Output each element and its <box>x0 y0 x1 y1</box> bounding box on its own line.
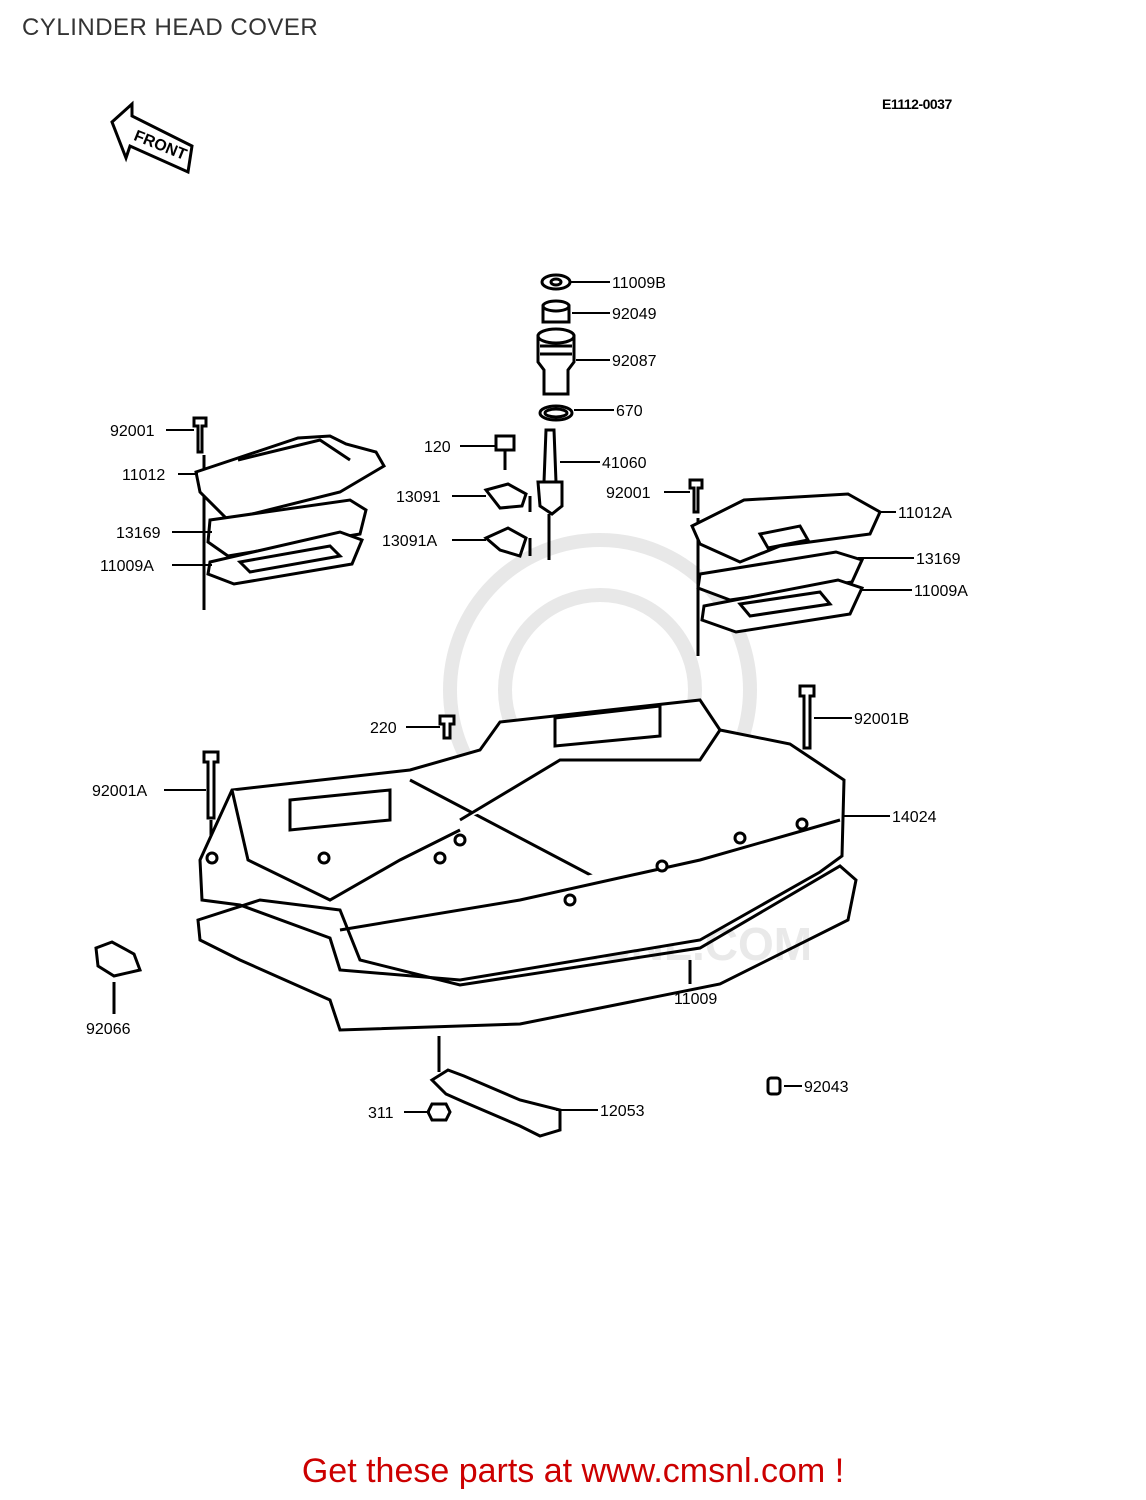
part-label-92043: 92043 <box>804 1079 849 1096</box>
gasket-13169-right <box>696 550 865 602</box>
gasket-11009A-left <box>206 530 364 586</box>
cap-92066 <box>94 940 143 978</box>
main-head-cover-14024 <box>196 684 858 1032</box>
nut-311 <box>426 1102 452 1122</box>
part-label-92087: 92087 <box>612 353 657 370</box>
part-label-670: 670 <box>616 403 643 420</box>
bolt-92001-left <box>192 416 208 454</box>
shaft-41060 <box>542 428 558 484</box>
part-label-92001-right: 92001 <box>606 485 651 502</box>
part-label-13169-right: 13169 <box>916 551 961 568</box>
part-label-13091: 13091 <box>396 489 441 506</box>
leader-lines <box>164 281 914 1113</box>
part-label-12053: 12053 <box>600 1103 645 1120</box>
part-labels: 11009B 92049 92087 670 41060 120 13091 1… <box>86 275 968 1122</box>
stack-parts <box>483 273 576 560</box>
part-label-41060: 41060 <box>602 455 647 472</box>
part-label-92001A: 92001A <box>92 783 147 800</box>
part-label-220: 220 <box>370 720 397 737</box>
part-label-11009A-left: 11009A <box>100 558 154 575</box>
plug-92087 <box>536 334 576 396</box>
part-label-92049: 92049 <box>612 306 657 323</box>
part-label-11012: 11012 <box>122 467 165 484</box>
part-label-11012A: 11012A <box>898 505 952 522</box>
part-label-11009: 11009 <box>674 991 717 1008</box>
part-label-120: 120 <box>424 439 451 456</box>
dowel-92043 <box>766 1076 782 1096</box>
part-label-14024: 14024 <box>892 809 937 826</box>
bracket-12053 <box>429 1068 562 1138</box>
left-cover-assembly <box>192 416 387 610</box>
plate-13091A <box>483 526 528 558</box>
part-label-11009A-right: 11009A <box>914 583 968 600</box>
gasket-11009 <box>196 864 858 1032</box>
bolt-92001-right <box>688 478 704 514</box>
right-cover-assembly <box>688 478 882 656</box>
page-title: CYLINDER HEAD COVER <box>22 14 319 41</box>
diagram-code: E1112-0037 <box>882 96 952 112</box>
small-parts <box>94 940 782 1138</box>
bolt-120 <box>494 434 516 452</box>
part-label-92066: 92066 <box>86 1021 131 1038</box>
bolt-92001A <box>202 750 220 820</box>
front-arrow: FRONT <box>110 100 194 175</box>
cta-link[interactable]: Get these parts at www.cmsnl.com ! <box>301 1452 845 1490</box>
part-label-92001-left: 92001 <box>110 423 155 440</box>
part-label-13091A: 13091A <box>382 533 437 550</box>
part-label-92001B: 92001B <box>854 711 909 728</box>
bolt-220 <box>438 714 456 740</box>
part-label-13169-left: 13169 <box>116 525 161 542</box>
part-label-11009B: 11009B <box>612 275 666 292</box>
part-label-311: 311 <box>368 1105 394 1122</box>
bolt-92001B <box>798 684 816 750</box>
plate-13091 <box>483 482 528 510</box>
gasket-13169-left <box>206 498 368 558</box>
